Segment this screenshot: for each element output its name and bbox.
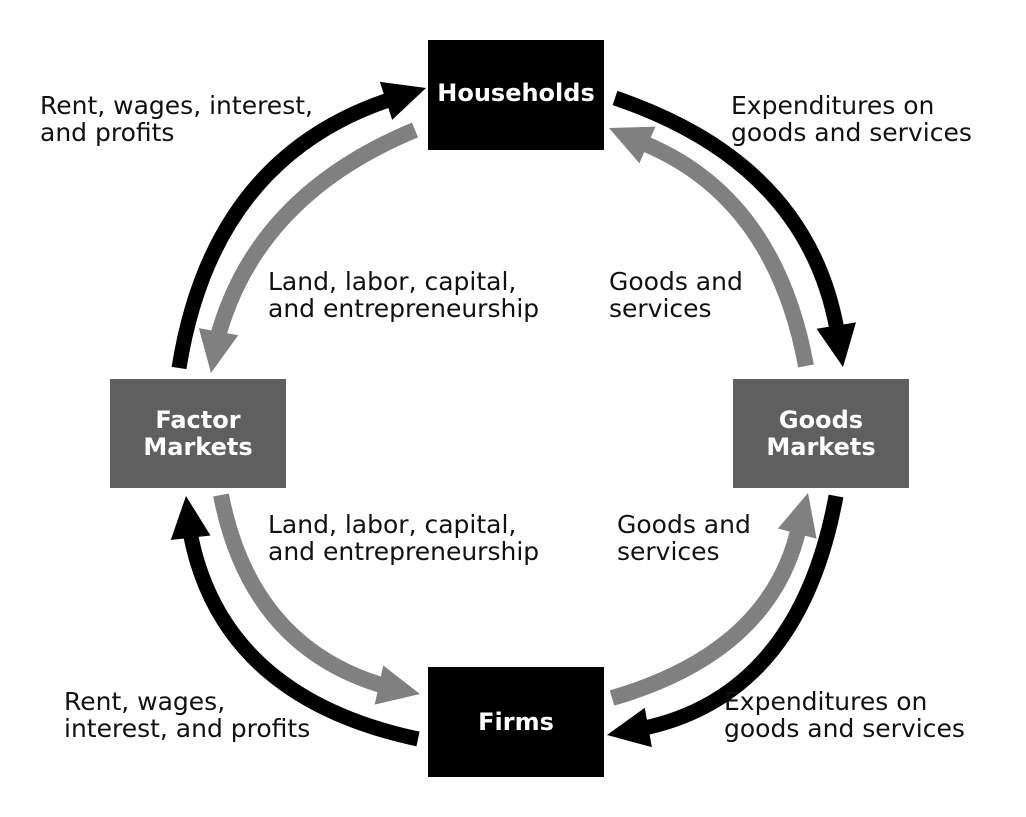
arrow-income-to-households-shaft [171,89,401,370]
arrow-income-to-households-head [379,81,426,120]
arrow-payments-to-factor-markets-head [170,496,211,540]
arrow-payments-to-factor-markets-shaft [182,530,420,747]
resources-to-factor-markets-label: Land, labor, capital, and entrepreneursh… [268,267,540,323]
arrow-resources-to-firms [213,493,420,705]
arrow-revenue-to-firms-shaft [638,494,844,737]
arrow-resources-to-factor-markets-head [198,328,239,373]
arrow-goods-to-goods-markets-shaft [609,525,807,706]
arrow-revenue-to-firms-head [607,707,652,748]
arrow-goods-to-households-shaft [639,135,814,368]
arrow-resources-to-firms-shaft [213,493,391,695]
arrow-goods-to-households [609,126,814,368]
arrow-income-to-households [171,81,426,370]
resources-to-firms-label: Land, labor, capital, and entrepreneursh… [268,510,540,566]
arrow-revenue-to-firms [607,494,844,748]
firms-label: Firms [478,707,554,736]
factor-payments-label: Rent, wages, interest, and profits [64,687,311,743]
arrow-goods-to-goods-markets-head [777,493,817,539]
factor-markets-node: Factor Markets [110,379,286,488]
goods-to-households-label: Goods and services [609,267,743,323]
goods-to-goods-markets-label: Goods and services [617,510,751,566]
households-label: Households [437,79,595,107]
arrow-expenditure-to-goods-markets-head [816,322,857,367]
arrow-expenditure-to-goods-markets [612,90,857,367]
arrow-resources-to-firms-head [374,665,420,705]
firms-node: Firms [428,667,604,777]
sales-revenue-label: Expenditures on goods and services [724,687,965,743]
factor-income-label: Rent, wages, interest, and profits [40,91,313,147]
arrow-resources-to-factor-markets [198,122,419,373]
goods-markets-node: Goods Markets [733,379,909,488]
factor-markets-label: Factor Markets [143,405,253,461]
arrow-expenditure-to-goods-markets-shaft [612,90,845,332]
arrow-payments-to-factor-markets [170,496,420,747]
household-expenditures-label: Expenditures on goods and services [731,91,972,147]
arrow-goods-to-households-head [609,126,656,164]
arrow-goods-to-goods-markets [609,493,817,706]
goods-markets-label: Goods Markets [766,405,876,461]
households-node: Households [428,40,604,150]
arrow-resources-to-factor-markets-shaft [209,122,419,343]
